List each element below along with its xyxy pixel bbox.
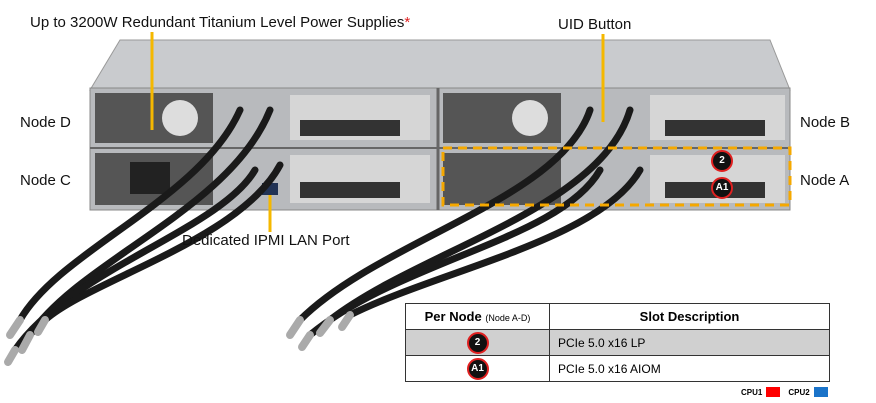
- node-d-panel: [95, 93, 430, 143]
- slot-description: PCIe 5.0 x16 AIOM: [549, 355, 830, 382]
- slot-badge: A1: [466, 357, 489, 380]
- slot-description-header: Slot Description: [549, 303, 830, 330]
- cpu1-swatch: [766, 387, 781, 397]
- cpu2-swatch: [813, 387, 828, 397]
- table-row: 2 PCIe 5.0 x16 LP: [405, 329, 830, 356]
- table-header: Per Node (Node A-D) Slot Description: [405, 303, 830, 330]
- cpu1-label: CPU1: [741, 387, 763, 397]
- node-c-panel: [95, 153, 430, 205]
- node-b-label: Node B: [800, 114, 851, 131]
- power-supplies-label: Up to 3200W Redundant Titanium Level Pow…: [30, 14, 411, 31]
- node-c-label: Node C: [20, 172, 71, 189]
- cpu-legend: CPU1 CPU2: [741, 387, 828, 397]
- slot-badge: 2: [466, 331, 489, 354]
- slot-2-badge: 2: [711, 150, 733, 172]
- slot-table: Per Node (Node A-D) Slot Description 2 P…: [405, 303, 830, 382]
- cpu2-label: CPU2: [788, 387, 810, 397]
- slot-description: PCIe 5.0 x16 LP: [549, 329, 830, 356]
- node-a-label: Node A: [800, 172, 850, 189]
- table-row: A1 PCIe 5.0 x16 AIOM: [405, 355, 830, 382]
- chassis-top: [89, 39, 791, 91]
- ipmi-label: Dedicated IPMI LAN Port: [182, 232, 350, 249]
- callout-lines: [150, 32, 605, 232]
- node-b-panel: [443, 93, 785, 143]
- hose-connectors: [4, 311, 354, 366]
- per-node-header: Per Node (Node A-D): [405, 303, 550, 330]
- uid-button-label: UID Button: [558, 16, 632, 33]
- node-d-label: Node D: [20, 114, 71, 131]
- slot-a1-badge: A1: [711, 177, 733, 199]
- node-a-highlight: [441, 146, 792, 207]
